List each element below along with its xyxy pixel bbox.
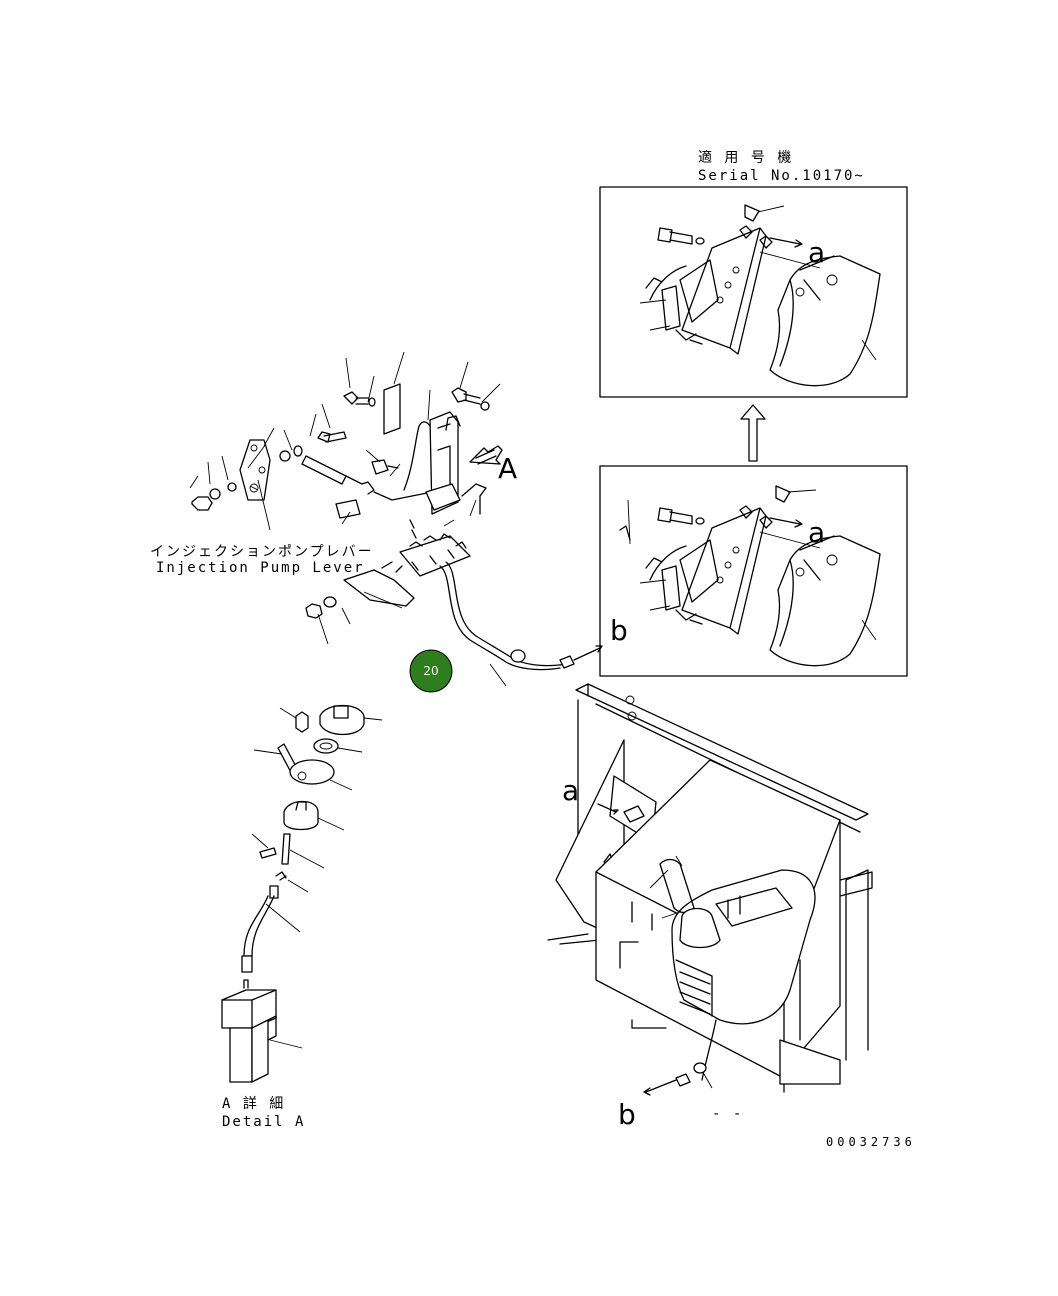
lever-linkage: A b: [189, 351, 628, 687]
ref-A-arrow: A: [498, 452, 517, 485]
injection-lever-label-en: Injection Pump Lever: [156, 560, 365, 576]
ref-a-lower: a: [808, 516, 825, 549]
detail-a-label-jp: A 詳 細: [222, 1096, 285, 1112]
detail-a-label-en: Detail A: [222, 1114, 305, 1130]
ref-a-upper: a: [808, 236, 825, 269]
ref-b-upper: b: [610, 614, 628, 647]
console-assembly: a b - -: [547, 683, 873, 1131]
inset-bottom: a: [599, 465, 908, 677]
callout-number: 20: [423, 664, 438, 678]
up-arrow-icon: [740, 404, 766, 462]
injection-lever-label-jp: インジェクションポンプレバー: [150, 544, 374, 560]
detail-a-assembly: [221, 704, 383, 1083]
inset-top: a: [599, 186, 908, 398]
drawing-number: 00032736: [826, 1135, 916, 1149]
serial-applicable-label: 適 用 号 機: [698, 149, 793, 166]
serial-number-label: Serial No.10170~: [698, 168, 865, 184]
callout-badge[interactable]: 20: [409, 649, 453, 693]
ref-a-console: a: [562, 774, 579, 807]
dash-mark: - -: [712, 1106, 743, 1122]
ref-b-lower: b: [618, 1098, 636, 1131]
